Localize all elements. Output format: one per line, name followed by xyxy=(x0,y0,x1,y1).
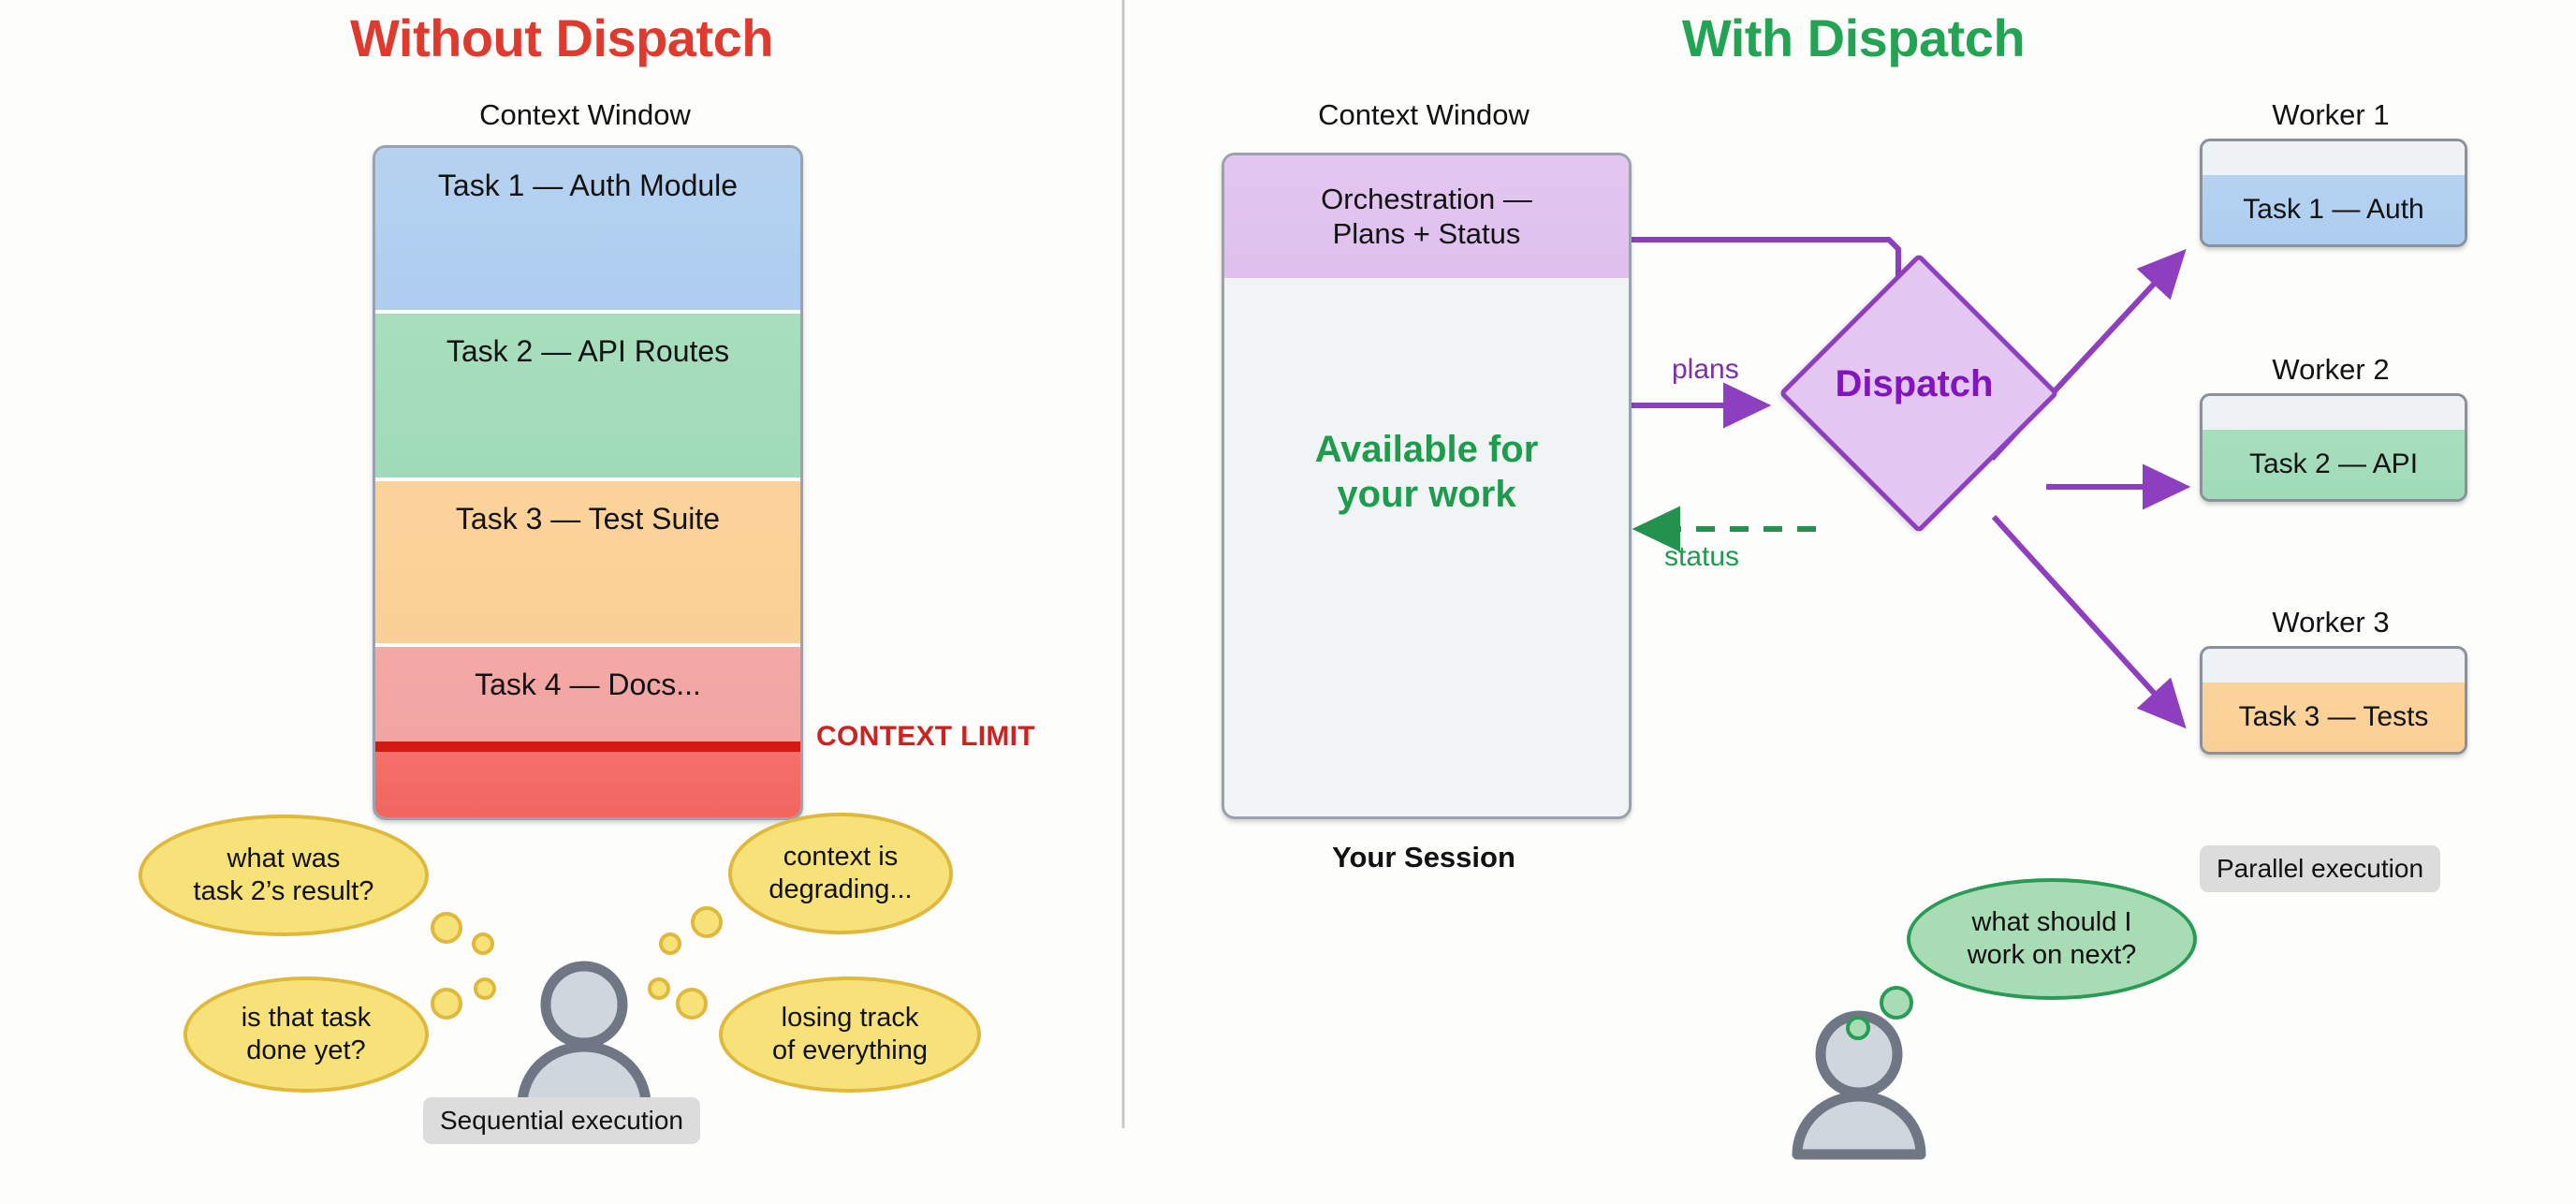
dispatch-node[interactable]: Dispatch xyxy=(1778,253,2059,534)
thought-dot-r1a xyxy=(1880,986,1913,1020)
worker-title-2: Worker 2 xyxy=(2272,353,2390,386)
thought-dot-r1b xyxy=(1846,1016,1870,1040)
context-limit-line xyxy=(375,741,800,752)
sequential-execution-badge: Sequential execution xyxy=(423,1097,700,1144)
dispatch-label: Dispatch xyxy=(1835,363,1994,404)
worker-title-1: Worker 1 xyxy=(2272,98,2390,131)
context-limit-label: CONTEXT LIMIT xyxy=(816,721,1035,752)
context-task-band-3: Task 3 — Test Suite xyxy=(375,481,800,643)
orchestration-panel: Orchestration —Plans + Status Available … xyxy=(1222,153,1632,819)
context-task-label-2: Task 2 — API Routes xyxy=(446,334,730,368)
context-task-band-4: Task 4 — Docs... xyxy=(375,647,800,745)
worker-task-3: Task 3 — Tests xyxy=(2203,683,2465,752)
worker-title-3: Worker 3 xyxy=(2272,606,2390,639)
context-window-stack: Task 1 — Auth Module Task 2 — API Routes… xyxy=(373,145,803,820)
context-task-band-1: Task 1 — Auth Module xyxy=(375,148,800,310)
orchestration-label: Orchestration —Plans + Status xyxy=(1321,182,1532,250)
thought-dot-4a xyxy=(676,988,708,1020)
thought-dot-3b xyxy=(474,977,496,1000)
context-window-caption-right: Context Window xyxy=(1318,98,1530,131)
worker-task-1: Task 1 — Auth xyxy=(2203,175,2465,244)
page-title-right: With Dispatch xyxy=(1681,8,2026,67)
context-window-caption-left: Context Window xyxy=(479,98,691,131)
arrow-dispatch-to-worker-3 xyxy=(1991,514,2187,729)
worker-card-header-1 xyxy=(2203,141,2465,175)
worker-task-2: Task 2 — API xyxy=(2203,430,2465,499)
context-task-label-1: Task 1 — Auth Module xyxy=(437,169,739,202)
worker-card-2[interactable]: Task 2 — API xyxy=(2200,393,2467,502)
thought-dot-2a xyxy=(691,906,723,938)
context-task-band-2: Task 2 — API Routes xyxy=(375,314,800,477)
thought-dot-2b xyxy=(659,932,681,955)
thought-dot-4b xyxy=(648,977,670,1000)
context-task-label-4: Task 4 — Docs... xyxy=(475,668,701,701)
context-task-label-3: Task 3 — Test Suite xyxy=(455,502,721,536)
thought-dot-3a xyxy=(431,988,462,1020)
worker-card-header-2 xyxy=(2203,396,2465,430)
parallel-execution-badge: Parallel execution xyxy=(2200,845,2441,892)
thought-dot-1b xyxy=(472,932,494,955)
page-title-left: Without Dispatch xyxy=(350,8,773,67)
thought-dot-1a xyxy=(431,912,462,944)
worker-card-header-3 xyxy=(2203,649,2465,683)
worker-card-1[interactable]: Task 1 — Auth xyxy=(2200,139,2467,247)
your-session-caption: Your Session xyxy=(1332,841,1515,874)
context-overflow-band xyxy=(375,752,800,817)
edge-label-plans: plans xyxy=(1672,354,1739,385)
worker-card-3[interactable]: Task 3 — Tests xyxy=(2200,646,2467,755)
edge-label-status: status xyxy=(1664,541,1740,572)
user-avatar-left xyxy=(517,961,651,1110)
orchestration-band: Orchestration —Plans + Status xyxy=(1224,155,1629,278)
